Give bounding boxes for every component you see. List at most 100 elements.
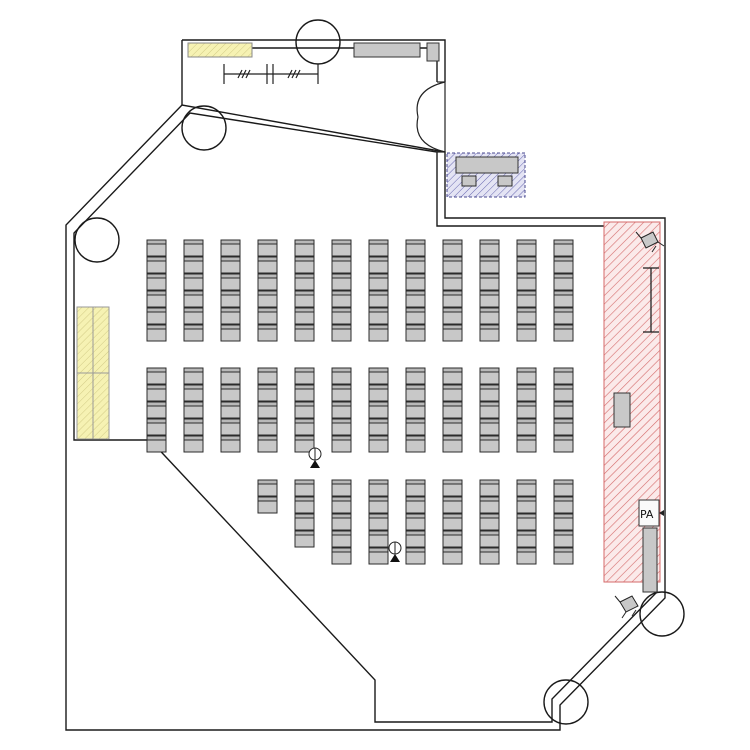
chair: [516, 290, 537, 308]
chair: [183, 290, 204, 308]
top-table: [187, 42, 253, 58]
chair: [146, 239, 167, 257]
chair: [516, 367, 537, 385]
chair: [516, 435, 537, 453]
chair: [294, 307, 315, 325]
chair: [405, 479, 426, 497]
chair: [257, 418, 278, 436]
chair: [183, 384, 204, 402]
chair: [257, 307, 278, 325]
chair: [442, 435, 463, 453]
chair: [479, 367, 500, 385]
chair: [405, 401, 426, 419]
chair: [442, 547, 463, 565]
chair: [553, 513, 574, 531]
chair: [479, 239, 500, 257]
chair: [442, 239, 463, 257]
camera-icon: [635, 231, 665, 253]
chair: [442, 307, 463, 325]
chair: [183, 239, 204, 257]
chair: [516, 324, 537, 342]
chair: [442, 513, 463, 531]
chair: [331, 479, 352, 497]
chair: [553, 530, 574, 548]
chair: [442, 290, 463, 308]
chair: [516, 239, 537, 257]
chair: [479, 479, 500, 497]
chair: [331, 530, 352, 548]
chair: [405, 290, 426, 308]
chair: [257, 256, 278, 274]
chair: [257, 324, 278, 342]
chair: [294, 367, 315, 385]
chair: [183, 273, 204, 291]
chair: [331, 418, 352, 436]
chair: [442, 324, 463, 342]
top-counter: [353, 42, 421, 58]
chair: [368, 384, 389, 402]
chair: [553, 256, 574, 274]
chair: [553, 384, 574, 402]
chair: [368, 239, 389, 257]
chair: [553, 273, 574, 291]
chair: [516, 273, 537, 291]
seating-area: [146, 239, 574, 565]
chair: [220, 401, 241, 419]
chair: [553, 239, 574, 257]
pillar-icon: [181, 105, 227, 151]
chair: [516, 418, 537, 436]
chair: [331, 273, 352, 291]
chair: [220, 324, 241, 342]
pillar-icon: [639, 591, 685, 637]
chair: [405, 324, 426, 342]
stage-screen: [643, 267, 659, 333]
chair: [368, 496, 389, 514]
door-icon[interactable]: [416, 81, 446, 153]
chair: [331, 239, 352, 257]
chair: [146, 307, 167, 325]
chair: [516, 496, 537, 514]
chair: [479, 435, 500, 453]
chair: [331, 290, 352, 308]
chair: [257, 384, 278, 402]
camera-icon: [614, 595, 639, 619]
chair: [257, 273, 278, 291]
chair: [294, 479, 315, 497]
chair: [516, 256, 537, 274]
chair: [294, 273, 315, 291]
chair: [331, 384, 352, 402]
chair: [442, 479, 463, 497]
chair: [553, 307, 574, 325]
chair: [553, 290, 574, 308]
chair: [294, 496, 315, 514]
chair: [146, 256, 167, 274]
chair: [516, 307, 537, 325]
chair: [331, 307, 352, 325]
chair: [220, 435, 241, 453]
chair: [479, 324, 500, 342]
chair: [553, 547, 574, 565]
chair: [516, 513, 537, 531]
chair: [220, 290, 241, 308]
chair: [146, 435, 167, 453]
chair: [146, 384, 167, 402]
side-room-table: [455, 156, 519, 174]
chair: [220, 256, 241, 274]
chair: [479, 418, 500, 436]
chair: [479, 401, 500, 419]
chair: [479, 547, 500, 565]
chair: [405, 530, 426, 548]
chair: [331, 496, 352, 514]
chair: [553, 496, 574, 514]
chair: [405, 239, 426, 257]
chair: [220, 239, 241, 257]
chair: [405, 513, 426, 531]
chair: [294, 290, 315, 308]
chair: [220, 367, 241, 385]
chair: [405, 435, 426, 453]
chair: [405, 256, 426, 274]
chair: [183, 256, 204, 274]
chair: [146, 273, 167, 291]
chair: [479, 530, 500, 548]
